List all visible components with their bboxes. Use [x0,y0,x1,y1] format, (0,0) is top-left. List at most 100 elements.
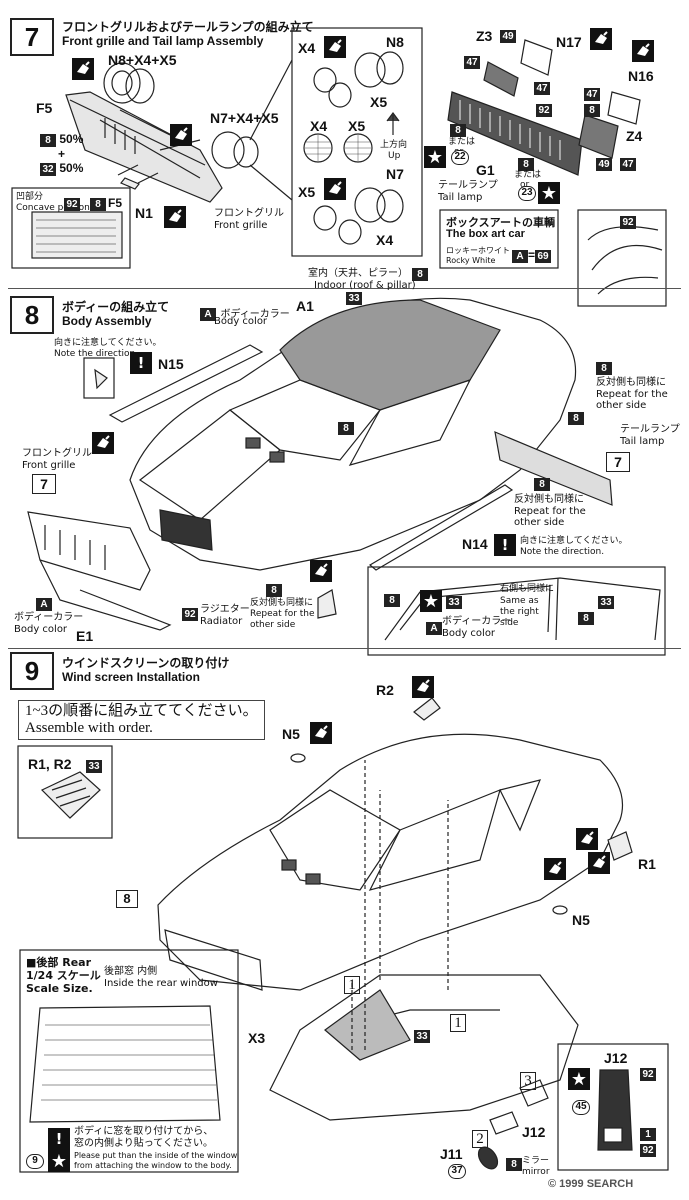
label-n1: N1 [135,205,153,221]
label-z3: Z3 [476,28,493,44]
star-icon: ★ [420,590,442,612]
interior-jp: 室内（天井、ピラー） [308,268,408,279]
color-8-chip: 8 [578,612,594,625]
step-7-title-en: Front grille and Tail lamp Assembly [62,34,264,48]
body-color-en-c: Body color [442,628,496,639]
rocky-white-en: Rocky White [446,256,496,265]
glue-icon [576,828,598,850]
step-7-number: 7 [10,18,54,56]
label-r1r2: R1, R2 [28,756,72,772]
step-9-title-en: Wind screen Installation [62,670,200,684]
color-33-chip: 33 [346,292,362,305]
color-33-chip: 33 [414,1030,430,1043]
decal-9-chip: 9 [26,1154,44,1169]
body-color-jp-b: ボディーカラー [14,612,84,623]
color-22-chip: 22 [451,150,469,165]
label-x5-c: X5 [298,184,316,200]
label-n7x4x5: N7+X4+X5 [210,110,279,126]
front-grille-jp: フロントグリル [22,448,92,459]
color-8-chip: 8 [568,412,584,425]
paint-ratio: 8 50% + 32 50% [40,132,83,176]
order-en: Assemble with order. [25,720,153,736]
step-ref-7b: 7 [32,474,56,494]
note-direction-jp: 向きに注意してください。 [54,338,162,348]
repeat-other-side-en-c: Repeat for the other side [250,609,315,630]
label-n8: N8 [386,34,404,50]
color-8-chip: 8 [584,104,600,117]
divider-8-9 [8,648,681,649]
color-92-chip: 92 [640,1144,656,1157]
up-en: Up [388,151,401,161]
label-n8x4x5: N8+X4+X5 [108,52,177,68]
color-33-chip: 33 [598,596,614,609]
color-32-chip: 32 [40,163,56,176]
radiator-jp: ラジエター [200,604,250,615]
inside-rear-jp: 後部窓 内側 [104,966,158,977]
concave-jp: 凹部分 [16,192,44,202]
label-n5-b: N5 [572,912,590,928]
pct-a: 50% [59,132,84,146]
plus-sign: + [58,147,66,161]
glue-icon [632,40,654,62]
color-8-chip: 8 [90,198,106,211]
rear-jp: 後部 [36,956,59,969]
color-8-chip: 8 [266,584,282,597]
label-f5: F5 [36,100,53,116]
color-47-chip: 47 [464,56,480,69]
label-n16: N16 [628,68,654,84]
interior-en: Indoor (roof & pillar) [314,280,416,291]
color-37-chip: 37 [448,1164,466,1179]
boxart-jp: ボックスアートの車輌 [446,216,556,229]
label-r2: R2 [376,682,394,698]
rocky-white-jp: ロッキーホワイト [446,246,510,255]
label-x5-b: X5 [348,118,366,134]
rear-header: ■後部 Rear 1/24 スケール Scale Size. [26,956,101,995]
body-color-jp: ボディーカラー [220,309,290,320]
order-marker-1a: 1 [344,976,360,994]
window-note-jp-1: ボディに窓を取り付けてから、 [74,1126,214,1137]
order-marker-2: 2 [472,1130,488,1148]
color-47-chip: 47 [620,158,636,171]
color-33-chip: 33 [86,760,102,773]
color-8-chip: 8 [506,1158,522,1171]
label-a1: A1 [296,298,314,314]
note-direction-en: Note the direction. [54,349,139,359]
color-8-chip: 8 [384,594,400,607]
code-a: A [512,250,528,263]
glue-icon [92,432,114,454]
code-a: A [426,622,442,635]
note-direction-jp-b: 向きに注意してください。 [520,536,628,546]
color-92-chip: 92 [620,216,636,229]
divider-7-8 [8,288,681,289]
label-n7: N7 [386,166,404,182]
glue-icon [72,58,94,80]
window-note-en-1: Please put than the inside of the window [74,1151,238,1160]
color-8-chip: 8 [450,124,466,137]
order-jp: 1~3の順番に組み立ててください。 [25,703,258,719]
label-j12-b: J12 [604,1050,628,1066]
window-note-jp-2: 窓の内側より貼ってください。 [74,1138,213,1149]
note-direction-en-b: Note the direction. [520,547,605,557]
label-j12: J12 [522,1124,546,1140]
step-8-number: 8 [10,296,54,334]
radiator-en: Radiator [200,616,243,627]
glue-icon [544,858,566,880]
up-jp: 上方向 [380,140,408,150]
star-icon: ★ [48,1150,70,1172]
code-a: A [36,598,52,611]
glue-icon [170,124,192,146]
color-47-chip: 47 [534,82,550,95]
label-n17: N17 [556,34,582,50]
star-icon: ★ [424,146,446,168]
or-b-en: or [520,180,530,190]
glue-icon [310,722,332,744]
step-7-title-jp: フロントグリルおよびテールランプの組み立て [62,20,314,34]
window-note-en-2: from attaching the window to the body. [74,1161,232,1170]
equals: = [528,248,536,262]
label-f5-box: F5 [108,196,123,210]
glue-icon [412,676,434,698]
color-8-chip: 8 [534,478,550,491]
label-r1: R1 [638,856,656,872]
color-8-chip: 8 [412,268,428,281]
label-x4-a: X4 [298,40,316,56]
